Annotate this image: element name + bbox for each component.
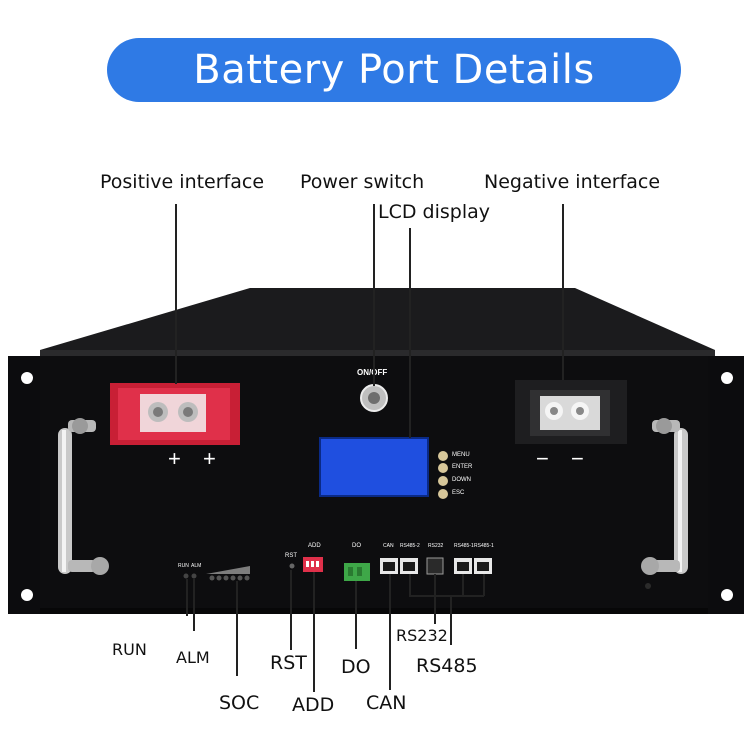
line-soc bbox=[236, 581, 238, 676]
alm-small-label: ALM bbox=[191, 563, 202, 569]
onoff-label: ON/OFF bbox=[357, 368, 387, 377]
line-negative bbox=[562, 204, 564, 380]
label-can: CAN bbox=[366, 692, 407, 714]
label-rs232: RS232 bbox=[396, 626, 448, 645]
label-alm: ALM bbox=[176, 648, 210, 667]
do-small-label: DO bbox=[352, 543, 361, 549]
line-rs485 bbox=[450, 595, 452, 645]
rs485-1a-small-label: RS485-1 bbox=[454, 543, 474, 549]
rst-small-label: RST bbox=[285, 553, 297, 559]
menu-label: MENU bbox=[452, 452, 470, 458]
rs485-1b-small-label: RS485-1 bbox=[474, 543, 494, 549]
label-add: ADD bbox=[292, 694, 335, 716]
line-lcd bbox=[409, 228, 411, 438]
plus-signs: + + bbox=[168, 446, 224, 471]
line-rs232 bbox=[434, 574, 436, 624]
line-can bbox=[389, 574, 391, 690]
minus-signs: − − bbox=[536, 446, 592, 471]
esc-label: ESC bbox=[452, 490, 465, 496]
lcd-screen bbox=[319, 437, 429, 497]
line-rs485-2 bbox=[409, 574, 411, 596]
positive-terminal bbox=[110, 383, 240, 445]
label-power-switch: Power switch bbox=[300, 171, 425, 193]
rs485-2-small-label: RS485-2 bbox=[400, 543, 420, 549]
label-do: DO bbox=[341, 656, 371, 678]
label-rs485: RS485 bbox=[416, 655, 478, 677]
rs232-port bbox=[426, 557, 444, 575]
line-rs485-1a bbox=[462, 574, 464, 596]
rack-ear-right bbox=[706, 356, 744, 614]
line-rst bbox=[290, 570, 292, 650]
label-rst: RST bbox=[270, 652, 307, 674]
page-title: Battery Port Details bbox=[193, 47, 595, 93]
negative-terminal bbox=[515, 380, 627, 444]
label-run: RUN bbox=[112, 640, 147, 659]
line-add bbox=[313, 572, 315, 692]
title-banner: Battery Port Details bbox=[107, 38, 681, 102]
label-negative-interface: Negative interface bbox=[484, 171, 661, 193]
down-label: DOWN bbox=[452, 477, 471, 483]
line-run bbox=[186, 579, 188, 616]
battery-top-chassis bbox=[40, 288, 715, 350]
line-rs485-1b bbox=[483, 574, 485, 596]
line-power bbox=[373, 204, 375, 386]
line-positive bbox=[175, 204, 177, 384]
enter-label: ENTER bbox=[452, 464, 473, 470]
run-small-label: RUN bbox=[178, 563, 189, 569]
rs232-small-label: RS232 bbox=[428, 543, 444, 549]
line-rs485-bus bbox=[409, 595, 484, 597]
label-lcd-display: LCD display bbox=[378, 201, 490, 223]
label-soc: SOC bbox=[219, 692, 260, 714]
can-small-label: CAN bbox=[383, 543, 394, 549]
line-alm bbox=[193, 579, 195, 631]
handle-left bbox=[58, 418, 109, 575]
add-small-label: ADD bbox=[308, 543, 321, 549]
line-do bbox=[355, 581, 357, 649]
handle-right bbox=[641, 418, 688, 575]
soc-leds bbox=[209, 575, 250, 581]
label-positive-interface: Positive interface bbox=[100, 171, 265, 193]
